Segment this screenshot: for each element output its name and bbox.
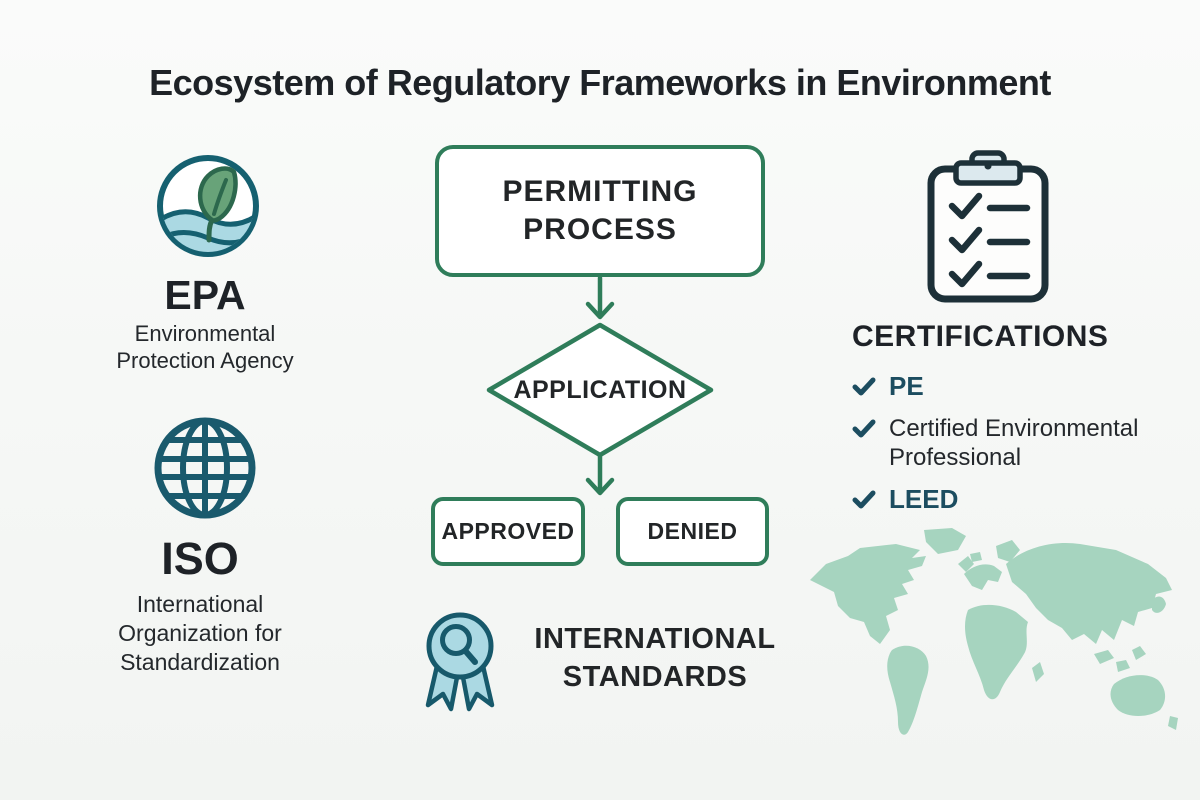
check-icon bbox=[852, 490, 876, 509]
epa-full-name: Environmental Protection Agency bbox=[75, 320, 335, 374]
certifications-section: CERTIFICATIONS PE Certified Environmenta… bbox=[852, 320, 1152, 527]
iso-full-name: International Organization for Standardi… bbox=[70, 590, 330, 677]
iso-name-line-3: Standardization bbox=[120, 649, 280, 675]
clipboard-checklist-icon bbox=[927, 150, 1049, 303]
flow-approved-node: APPROVED bbox=[431, 497, 585, 566]
flow-start-node: PERMITTING PROCESS bbox=[435, 145, 765, 277]
epa-leaf-water-icon bbox=[157, 155, 259, 257]
epa-name-line-2: Protection Agency bbox=[116, 348, 294, 373]
flow-decision-label: APPLICATION bbox=[513, 375, 687, 404]
standards-label-line-1: INTERNATIONAL bbox=[534, 623, 776, 655]
clipboard-clip bbox=[953, 150, 1023, 186]
flow-denied-node: DENIED bbox=[616, 497, 769, 566]
iso-acronym: ISO bbox=[161, 533, 239, 584]
cert-item-label: LEED bbox=[889, 484, 959, 514]
epa-acronym: EPA bbox=[164, 272, 246, 318]
check-icon bbox=[852, 377, 876, 396]
certifications-heading: CERTIFICATIONS bbox=[852, 320, 1109, 353]
epa-name-line-1: Environmental bbox=[134, 321, 276, 346]
iso-name-line-1: International bbox=[136, 591, 264, 617]
iso-name-line-2: Organization for bbox=[118, 620, 282, 646]
flow-decision-node: APPLICATION bbox=[483, 320, 717, 460]
international-standards-label: INTERNATIONAL STANDARDS bbox=[505, 620, 805, 696]
leaf bbox=[198, 166, 238, 243]
certifications-list: PE Certified Environmental Professional … bbox=[852, 372, 1152, 514]
cert-item-label: Certified Environmental Professional bbox=[889, 415, 1139, 471]
arrow-down-icon bbox=[585, 277, 615, 320]
globe-icon bbox=[154, 417, 256, 519]
world-map-silhouette bbox=[810, 528, 1178, 735]
list-item-pe: PE bbox=[852, 372, 1152, 401]
page-title: Ecosystem of Regulatory Frameworks in En… bbox=[149, 62, 1051, 103]
cert-item-label: PE bbox=[889, 371, 924, 401]
standards-label-line-2: STANDARDS bbox=[562, 661, 748, 693]
list-item-leed: LEED bbox=[852, 485, 1152, 514]
award-ribbon-magnifier-icon bbox=[425, 612, 495, 712]
arrow-down-icon bbox=[585, 455, 615, 496]
check-icon bbox=[852, 419, 876, 438]
list-item-certified-environmental-professional: Certified Environmental Professional bbox=[852, 414, 1152, 472]
